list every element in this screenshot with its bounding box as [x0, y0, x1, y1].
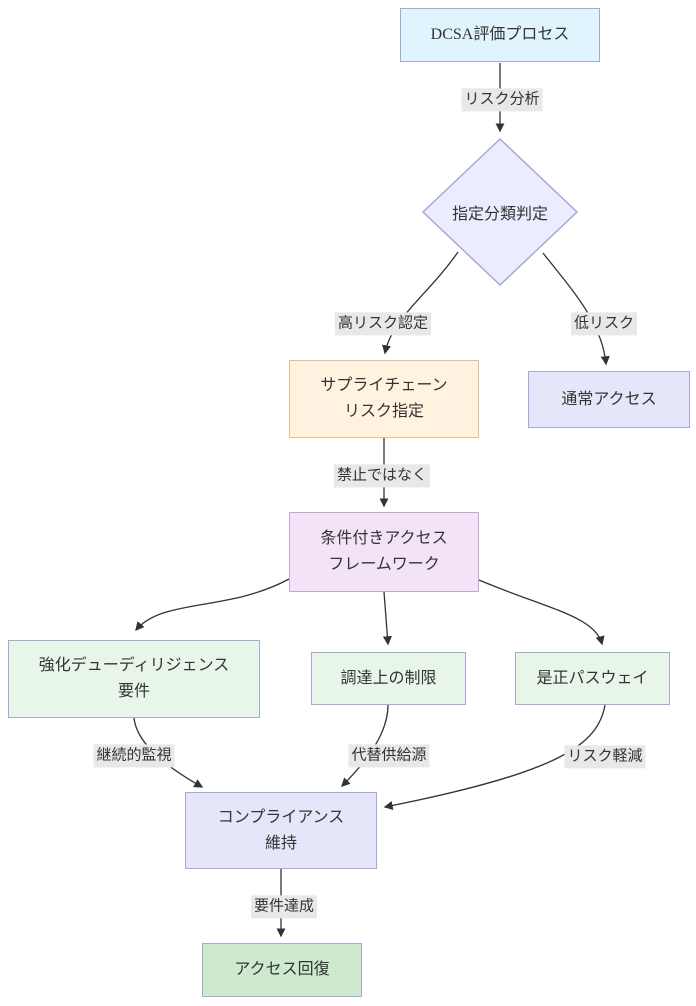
node-normal-access: 通常アクセス	[528, 371, 690, 428]
node-access-restored-label: アクセス回復	[234, 961, 330, 979]
node-compliance-line1: コンプライアンス	[217, 808, 345, 826]
node-conditional-line2: フレームワーク	[328, 556, 440, 573]
node-normal-access-label: 通常アクセス	[561, 390, 657, 408]
edge-label-risk-analysis: リスク分析	[461, 88, 543, 112]
edge-label-high-risk: 高リスク認定	[334, 312, 432, 336]
decision-diamond-shape	[421, 137, 579, 287]
edge-label-requirements-met: 要件達成	[250, 895, 318, 919]
edge-to-edd	[135, 578, 290, 632]
edge-to-procurement	[382, 591, 392, 646]
node-dcsa-process: DCSA評価プロセス	[400, 8, 600, 62]
node-conditional-line1: 条件付きアクセス	[320, 530, 448, 548]
node-supply-chain-risk: サプライチェーン リスク指定	[289, 360, 479, 438]
node-remediation-pathway: 是正パスウェイ	[515, 652, 670, 705]
edge-label-alternative-sources: 代替供給源	[348, 744, 430, 768]
edge-low-risk	[542, 252, 610, 366]
node-decision-label: 指定分類判定	[451, 206, 549, 223]
node-compliance-maintenance: コンプライアンス 維持	[185, 792, 377, 869]
edge-to-remediation	[478, 579, 605, 646]
edge-high-risk	[382, 251, 459, 355]
node-supply-line2: リスク指定	[343, 403, 424, 420]
edge-label-low-risk: 低リスク	[570, 312, 638, 336]
edge-label-continuous-monitoring: 継続的監視	[93, 744, 175, 768]
node-compliance-line2: 維持	[264, 834, 297, 852]
node-edd-line1: 強化デューディリジェンス	[38, 657, 230, 675]
node-access-restored: アクセス回復	[202, 943, 362, 997]
node-remediation-label: 是正パスウェイ	[536, 669, 649, 687]
node-edd-line2: 要件	[117, 683, 150, 700]
node-dcsa-process-label: DCSA評価プロセス	[430, 26, 570, 44]
edge-label-not-prohibition: 禁止ではなく	[333, 464, 431, 488]
node-enhanced-due-diligence: 強化デューディリジェンス 要件	[8, 640, 260, 718]
node-supply-line1: サプライチェーン	[320, 377, 448, 395]
edge-label-risk-mitigation: リスク軽減	[564, 745, 646, 769]
node-conditional-access: 条件付きアクセス フレームワーク	[289, 512, 479, 592]
node-procurement-restrictions: 調達上の制限	[311, 652, 466, 705]
edge-risk-mitigation	[383, 704, 606, 810]
node-procurement-label: 調達上の制限	[340, 669, 437, 687]
